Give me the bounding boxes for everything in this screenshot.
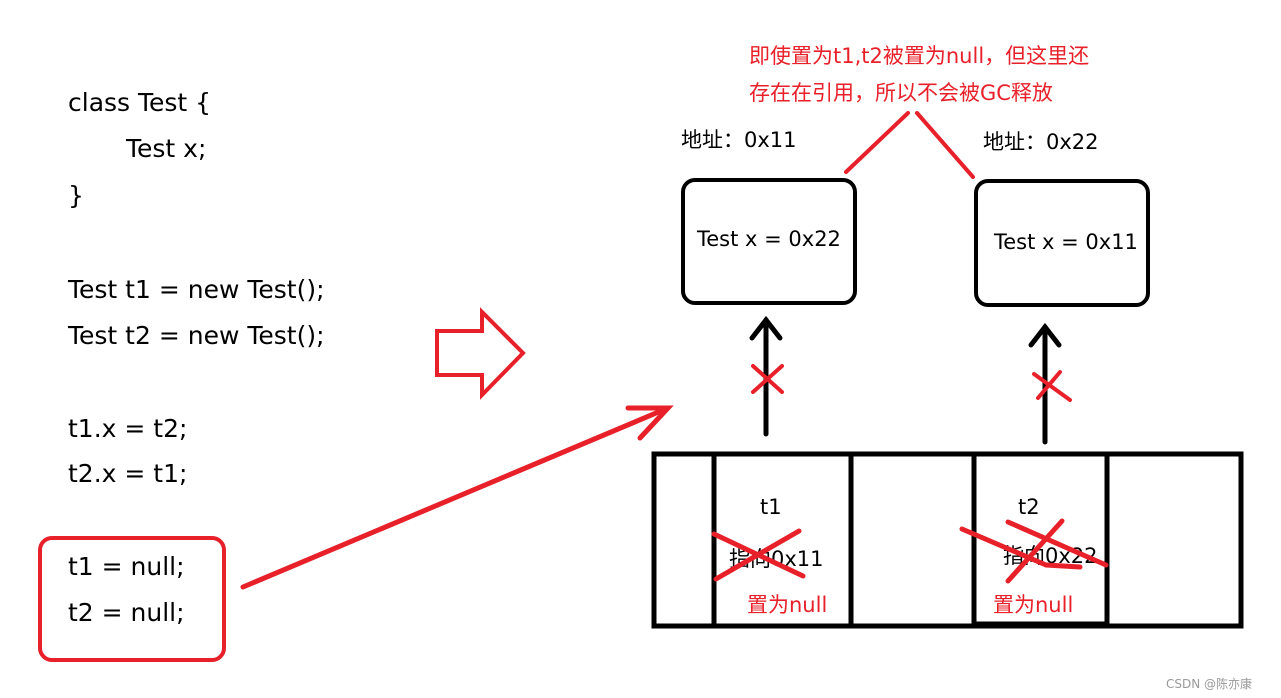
stack-var-name: t2 [1018, 495, 1040, 519]
annotation-line: 即使置为t1,t2被置为null，但这里还 [749, 44, 1090, 68]
stack-var-name: t1 [760, 495, 782, 519]
watermark: CSDN @陈亦康 [1166, 677, 1253, 691]
object-address: 地址：0x22 [983, 130, 1099, 154]
object-address: 地址：0x11 [681, 128, 797, 152]
stack-var-note: 置为null [747, 593, 828, 617]
code-line: t2.x = t1; [68, 459, 188, 488]
code-line: Test t2 = new Test(); [68, 321, 325, 350]
code-line: } [68, 181, 84, 210]
stack-var-ref: 指向0x11 [729, 547, 824, 571]
code-line: t1 = null; [68, 552, 185, 581]
hollow-arrow-icon [435, 307, 526, 400]
pointer-arrow [240, 405, 674, 590]
stack-frame [651, 451, 1244, 629]
heap-object-0x22 [974, 179, 1150, 307]
object-field: Test x = 0x22 [697, 227, 841, 251]
code-line: t2 = null; [68, 598, 185, 627]
stack-var-ref: 指向0x22 [1003, 544, 1098, 568]
annotation-line: 存在在引用，所以不会被GC释放 [749, 81, 1053, 105]
cross-mark-icon [751, 364, 1072, 402]
reference-arrows [749, 315, 1062, 445]
highlight-box [38, 536, 226, 662]
heap-object-0x11 [681, 178, 857, 305]
annotation-lines [844, 111, 975, 179]
code-line: Test x; [126, 134, 207, 163]
code-line: Test t1 = new Test(); [68, 275, 325, 304]
code-line: t1.x = t2; [68, 414, 188, 443]
object-field: Test x = 0x11 [994, 230, 1138, 254]
code-line: class Test { [68, 88, 212, 117]
stack-var-note: 置为null [993, 593, 1074, 617]
